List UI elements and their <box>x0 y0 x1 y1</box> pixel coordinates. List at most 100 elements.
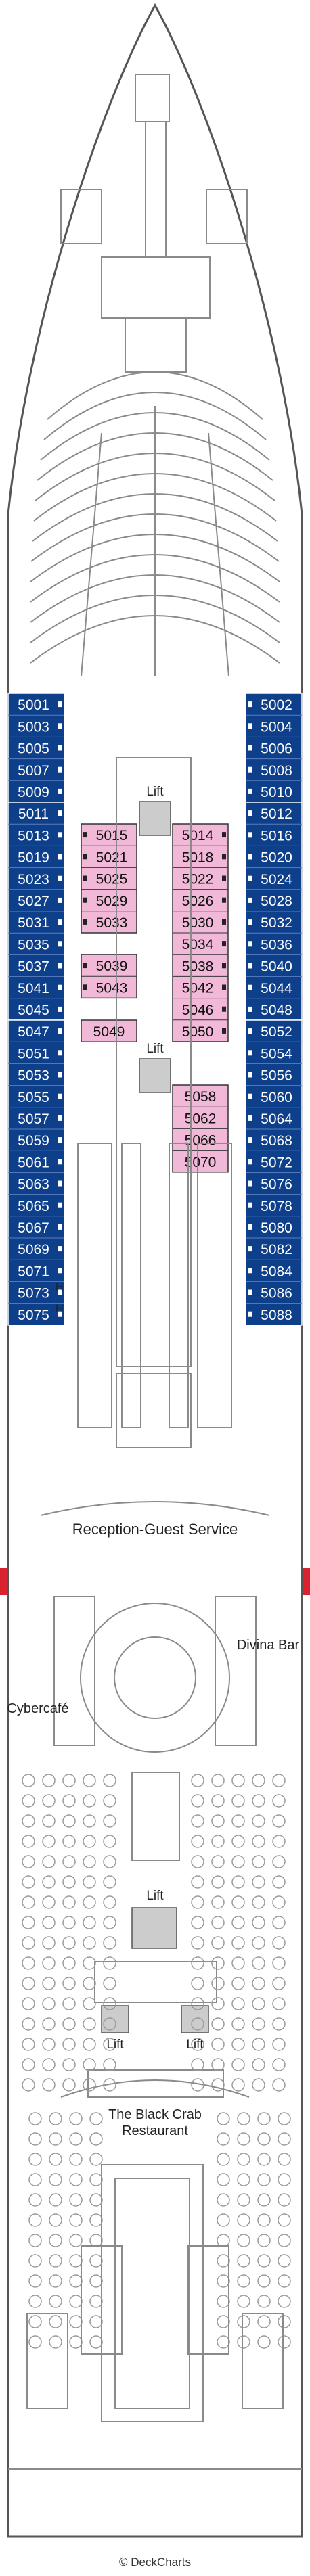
cabin-5061[interactable]: 5061 <box>18 1155 49 1170</box>
cabin-5003[interactable]: 5003 <box>18 719 49 735</box>
cabin-5066[interactable]: 5066 <box>185 1133 217 1149</box>
cabin-5033[interactable]: 5033 <box>96 915 128 931</box>
cabin-5013[interactable]: 5013 <box>18 828 49 844</box>
cabin-5005[interactable]: 5005 <box>18 741 49 757</box>
cabin-5041[interactable]: 5041 <box>18 981 49 996</box>
table-mark <box>83 2078 96 2092</box>
cabin-5002[interactable]: 5002 <box>261 697 292 713</box>
cabin-5067[interactable]: 5067 <box>18 1220 49 1236</box>
cabin-5056[interactable]: 5056 <box>261 1068 292 1084</box>
cabin-5052[interactable]: 5052 <box>261 1024 292 1040</box>
table-mark <box>237 2153 250 2166</box>
cabin-5028[interactable]: 5028 <box>261 894 292 909</box>
cabin-5022[interactable]: 5022 <box>182 872 214 888</box>
starboard-marker <box>303 1568 310 1595</box>
cabin-5053[interactable]: 5053 <box>18 1068 49 1084</box>
cabin-5034[interactable]: 5034 <box>182 937 214 952</box>
cabin-5048[interactable]: 5048 <box>261 1003 292 1018</box>
cabin-5011[interactable]: 5011 <box>18 806 49 822</box>
cabin-5060[interactable]: 5060 <box>261 1090 292 1105</box>
cabin-5045[interactable]: 5045 <box>18 1003 49 1018</box>
table-mark <box>211 1855 225 1868</box>
cabin-feature-icon <box>248 1006 252 1012</box>
cabin-5049[interactable]: 5049 <box>93 1024 125 1040</box>
cabin-5071[interactable]: 5071 <box>18 1264 49 1279</box>
cabin-5076[interactable]: 5076 <box>261 1177 292 1193</box>
cabin-5072[interactable]: 5072 <box>261 1155 292 1170</box>
cabin-5004[interactable]: 5004 <box>261 719 292 735</box>
cabin-5039[interactable]: 5039 <box>96 959 128 974</box>
cabin-5040[interactable]: 5040 <box>261 959 292 975</box>
cabin-5020[interactable]: 5020 <box>261 850 292 866</box>
cabin-feature-icon <box>58 941 62 947</box>
cabin-5047[interactable]: 5047 <box>18 1024 49 1040</box>
cabin-5010[interactable]: 5010 <box>261 785 292 800</box>
cabin-5062[interactable]: 5062 <box>185 1111 217 1126</box>
cabin-5031[interactable]: 5031 <box>18 915 49 931</box>
cabin-5070[interactable]: 5070 <box>185 1155 217 1170</box>
table-mark <box>237 2112 250 2125</box>
cabin-5078[interactable]: 5078 <box>261 1199 292 1214</box>
cabin-5054[interactable]: 5054 <box>261 1046 292 1061</box>
cabin-5043[interactable]: 5043 <box>96 980 128 996</box>
cabin-5016[interactable]: 5016 <box>261 828 292 844</box>
cabin-5069[interactable]: 5069 <box>18 1242 49 1258</box>
cabin-5050[interactable]: 5050 <box>182 1024 214 1040</box>
cabin-5084[interactable]: 5084 <box>261 1264 292 1279</box>
cabin-5044[interactable]: 5044 <box>261 981 292 996</box>
table-mark <box>231 1835 245 1848</box>
cabin-5029[interactable]: 5029 <box>96 894 128 909</box>
cabin-5046[interactable]: 5046 <box>182 1003 214 1018</box>
cabin-5008[interactable]: 5008 <box>261 763 292 779</box>
inside-left: 5015 5021 5025 5029 5033 <box>81 823 137 934</box>
cabin-5042[interactable]: 5042 <box>182 981 214 996</box>
cabin-5065[interactable]: 5065 <box>18 1199 49 1214</box>
cabin-5027[interactable]: 5027 <box>18 894 49 909</box>
cabin-5080[interactable]: 5080 <box>261 1220 292 1236</box>
cabin-5025[interactable]: 5025 <box>96 872 128 888</box>
cabin-5014[interactable]: 5014 <box>182 828 214 844</box>
cabin-5032[interactable]: 5032 <box>261 915 292 931</box>
cabin-5082[interactable]: 5082 <box>261 1242 292 1258</box>
cabin-5063[interactable]: 5063 <box>18 1177 49 1193</box>
cabin-5073[interactable]: 5073 <box>18 1286 49 1302</box>
cabin-5035[interactable]: 5035 <box>18 937 49 952</box>
cabin-5019[interactable]: 5019 <box>18 850 49 866</box>
table-mark <box>237 2295 250 2308</box>
cabin-5012[interactable]: 5012 <box>261 806 292 822</box>
cabin-feature-icon <box>222 941 226 947</box>
table-mark <box>231 1916 245 1929</box>
cabin-5021[interactable]: 5021 <box>96 850 128 865</box>
cabin-5088[interactable]: 5088 <box>261 1308 292 1323</box>
table-mark <box>69 2213 83 2227</box>
cabin-5068[interactable]: 5068 <box>261 1133 292 1149</box>
table-mark <box>211 1916 225 1929</box>
cabin-5026[interactable]: 5026 <box>182 894 214 909</box>
cabin-5036[interactable]: 5036 <box>261 937 292 952</box>
cabin-feature-icon <box>248 1159 252 1165</box>
cabin-5009[interactable]: 5009 <box>18 785 49 800</box>
table-mark <box>231 1794 245 1808</box>
cabin-5075[interactable]: 5075 <box>18 1308 49 1323</box>
table-mark <box>252 1936 265 1950</box>
cabin-5030[interactable]: 5030 <box>182 915 214 931</box>
cabin-5023[interactable]: 5023 <box>18 872 49 888</box>
lift-label-aft-left: Lift <box>106 2038 124 2052</box>
cabin-5055[interactable]: 5055 <box>18 1090 49 1105</box>
cabin-5086[interactable]: 5086 <box>261 1286 292 1302</box>
cabin-5058[interactable]: 5058 <box>185 1089 217 1105</box>
cabin-5001[interactable]: 5001 <box>18 697 49 713</box>
cabin-5007[interactable]: 5007 <box>18 763 49 779</box>
cabin-5038[interactable]: 5038 <box>182 959 214 974</box>
cabin-5057[interactable]: 5057 <box>18 1111 49 1127</box>
table-mark <box>28 2153 42 2166</box>
cabin-5015[interactable]: 5015 <box>96 828 128 844</box>
cabin-feature-icon <box>248 897 252 903</box>
cabin-5037[interactable]: 5037 <box>18 959 49 975</box>
cabin-5059[interactable]: 5059 <box>18 1133 49 1149</box>
cabin-5051[interactable]: 5051 <box>18 1046 49 1061</box>
cabin-5064[interactable]: 5064 <box>261 1111 292 1127</box>
cabin-5018[interactable]: 5018 <box>182 850 214 865</box>
cabin-5024[interactable]: 5024 <box>261 872 292 888</box>
cabin-5006[interactable]: 5006 <box>261 741 292 757</box>
